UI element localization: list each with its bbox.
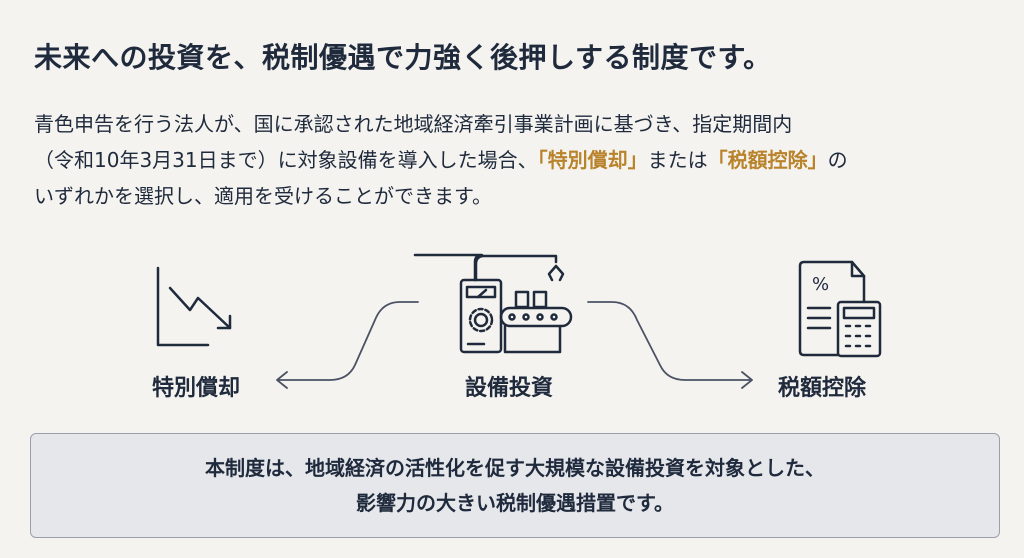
- arrow-to-special-depreciation: [276, 301, 419, 389]
- flow-diagram: %: [156, 253, 882, 389]
- description-line-3: いずれかを選択し、適用を受けることができます。: [34, 184, 492, 208]
- summary-line-1: 本制度は、地域経済の活性化を促す大規模な設備投資を対象とした、: [205, 455, 825, 480]
- declining-chart-icon: [156, 266, 232, 347]
- description: 青色申告を行う法人が、国に承認された地域経済牽引事業計画に基づき、指定期間内 （…: [34, 106, 1004, 214]
- highlight-tax-credit: 「税額控除」: [707, 148, 828, 172]
- highlight-special-depreciation: 「特別償却」: [537, 148, 648, 172]
- summary-line-2: 影響力の大きい税制優遇措置です。: [356, 490, 674, 515]
- text: の: [827, 148, 848, 172]
- label-capital-investment: 設備投資: [465, 376, 554, 401]
- text: （令和10年3月31日まで）に対象設備を導入した場合、: [34, 148, 538, 172]
- arrow-to-tax-credit: [587, 301, 753, 389]
- description-line-2: （令和10年3月31日まで）に対象設備を導入した場合、「特別償却」または「税額控…: [34, 142, 1004, 178]
- svg-text:%: %: [812, 274, 829, 295]
- page-title: 未来への投資を、税制優遇で力強く後押しする制度です。: [34, 41, 772, 74]
- label-special-depreciation: 特別償却: [152, 376, 241, 401]
- summary-box: 本制度は、地域経済の活性化を促す大規模な設備投資を対象とした、 影響力の大きい税…: [30, 433, 1000, 538]
- text: または: [647, 148, 708, 172]
- factory-machine-icon: [413, 253, 573, 354]
- description-line-1: 青色申告を行う法人が、国に承認された地域経済牽引事業計画に基づき、指定期間内: [34, 112, 793, 136]
- tax-document-calculator-icon: %: [798, 260, 882, 358]
- label-tax-credit: 税額控除: [778, 376, 867, 401]
